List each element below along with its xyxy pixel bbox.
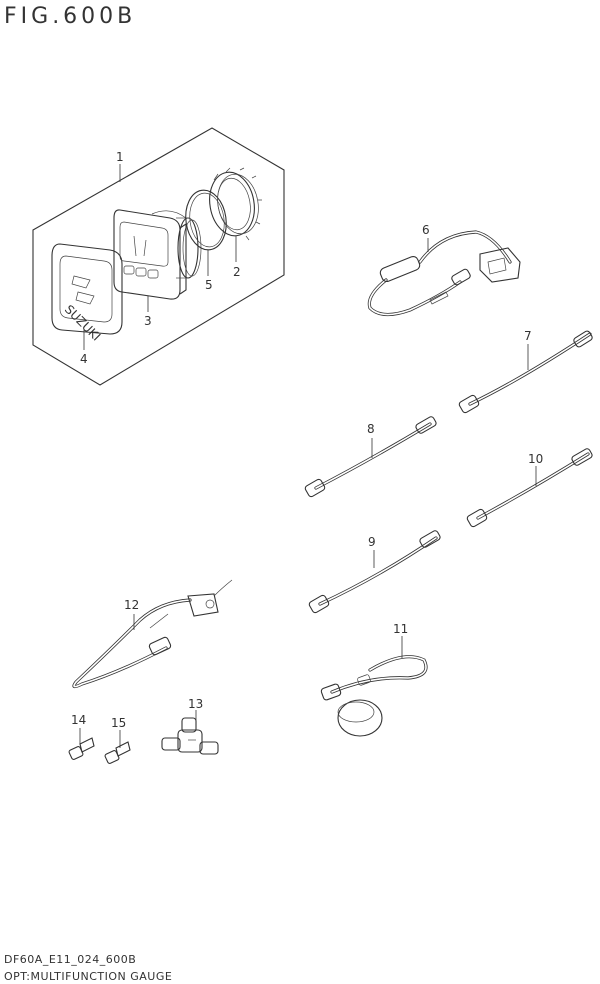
- drawing-code: DF60A_E11_024_600B: [4, 953, 137, 966]
- terminator-15[interactable]: [104, 741, 131, 764]
- gauge-cover[interactable]: SUZUKI: [51, 243, 123, 344]
- t-connector[interactable]: [161, 717, 219, 755]
- callout-13: 13: [188, 697, 203, 711]
- callout-11: 11: [393, 622, 408, 636]
- backbone-cable-7[interactable]: [458, 330, 593, 414]
- power-cable[interactable]: [72, 579, 233, 689]
- callout-5: 5: [205, 278, 213, 292]
- callout-9: 9: [368, 535, 376, 549]
- callout-2: 2: [233, 265, 241, 279]
- gauge-kit-box: [32, 127, 285, 386]
- retaining-nut[interactable]: [205, 167, 263, 241]
- callout-1: 1: [116, 150, 124, 164]
- o-ring[interactable]: [182, 188, 230, 253]
- callout-3: 3: [144, 314, 152, 328]
- backbone-cable-10[interactable]: [466, 448, 593, 528]
- terminator-14[interactable]: [68, 737, 95, 760]
- callout-14: 14: [71, 713, 86, 727]
- sensor-harness[interactable]: [367, 230, 521, 317]
- gauge-body[interactable]: [113, 209, 202, 300]
- callout-4: 4: [80, 352, 88, 366]
- callout-6: 6: [422, 223, 430, 237]
- callout-7: 7: [524, 329, 532, 343]
- callout-10: 10: [528, 452, 543, 466]
- callout-15: 15: [111, 716, 126, 730]
- figure-title: FIG.600B: [4, 4, 137, 29]
- pickup-sensor[interactable]: [320, 655, 428, 737]
- gauge-logo-text: SUZUKI: [62, 302, 103, 343]
- drawing-caption: OPT:MULTIFUNCTION GAUGE: [4, 970, 173, 983]
- callout-12: 12: [124, 598, 139, 612]
- callout-8: 8: [367, 422, 375, 436]
- backbone-cable-8[interactable]: [304, 416, 437, 498]
- backbone-cable-9[interactable]: [308, 530, 441, 614]
